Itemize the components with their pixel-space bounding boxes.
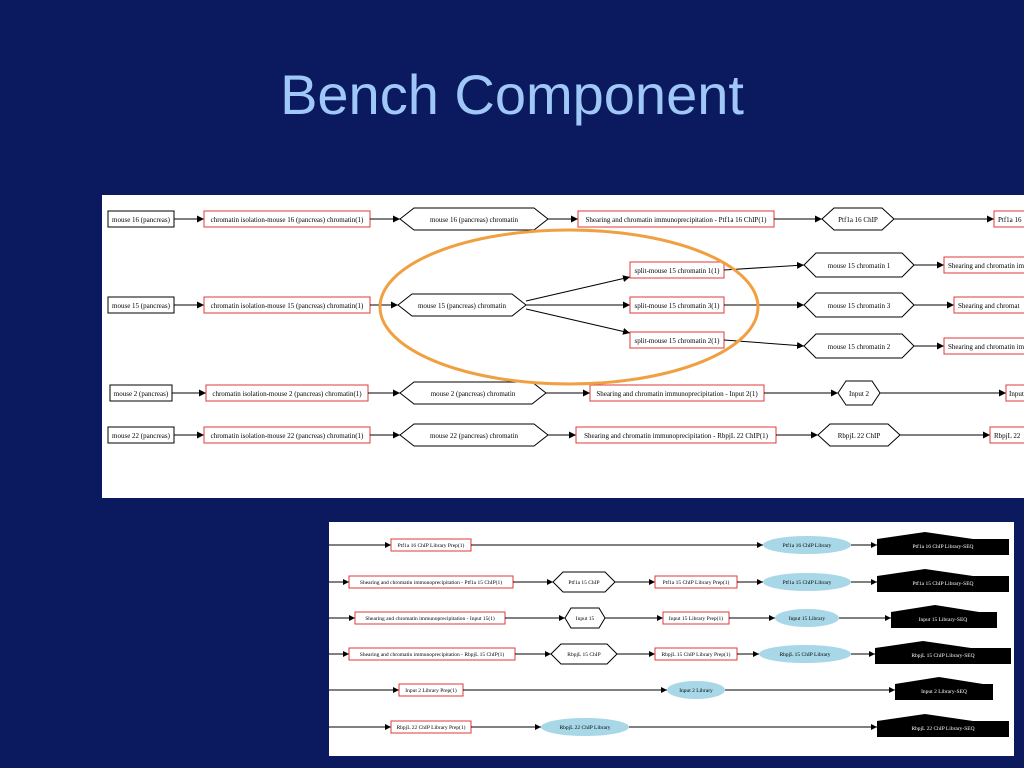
process-label: Shearing and chromatin im (948, 262, 1024, 270)
process-node[interactable] (943, 337, 1024, 355)
workflow-graph-bottom: Ptf1a 16 ChIP Library Prep(1) Ptf1a 16 C… (329, 532, 1011, 737)
process-label: chromatin isolation-mouse 16 (pancreas) … (211, 216, 364, 224)
seq-node[interactable] (877, 569, 1009, 592)
material-label: RbpjL 15 ChIP (567, 652, 600, 658)
sample-label: mouse 22 (pancreas) (112, 432, 171, 440)
material-label: mouse 16 (pancreas) chromatin (430, 216, 519, 224)
row-mouse-15: mouse 15 (pancreas) chromatin isolation-… (107, 252, 1024, 359)
seq-node[interactable] (891, 605, 997, 628)
process-label: Shearing and chromat (958, 302, 1019, 310)
library-label: Ptf1a 16 ChIP Library (783, 542, 832, 549)
seq-node[interactable] (875, 641, 1011, 664)
library-node[interactable] (775, 609, 839, 627)
material-label: mouse 22 (pancreas) chromatin (430, 432, 519, 440)
process-label: Ptf1a 16 (998, 216, 1022, 224)
process-label: Shearing and chromatin immunoprecipitati… (360, 579, 502, 586)
row-rbpjl-22: RbpjL 22 ChIP Library Prep(1) RbpjL 22 C… (329, 714, 1009, 737)
seq-label: Input 2 Library-SEQ (921, 689, 967, 695)
library-node[interactable] (763, 536, 851, 554)
edge-arrow (525, 308, 631, 335)
row-input-2: Input 2 Library Prep(1) Input 2 Library … (329, 677, 993, 700)
process-label: Shearing and chromatin immunoprecipitati… (586, 216, 768, 224)
sample-label: mouse 16 (pancreas) (112, 216, 171, 224)
edge-arrow (525, 275, 631, 302)
library-node[interactable] (763, 573, 851, 591)
process-node[interactable] (953, 296, 1024, 314)
process-label: chromatin isolation-mouse 22 (pancreas) … (211, 432, 364, 440)
process-label: Shearing and chromatin immunoprecipitati… (365, 615, 495, 622)
library-node[interactable] (667, 681, 725, 699)
material-label: mouse 15 (pancreas) chromatin (418, 302, 507, 310)
library-node[interactable] (759, 645, 851, 663)
material-label: Ptf1a 15 ChIP (568, 579, 599, 586)
seq-node[interactable] (877, 714, 1009, 737)
sample-label: mouse 15 (pancreas) (112, 302, 171, 310)
split-label: split-mouse 15 chromatin 3(1) (635, 302, 721, 310)
process-label: RbpjL 22 ChIP Library Prep(1) (397, 724, 466, 731)
row-ptf1a-15: Shearing and chromatin immunoprecipitati… (329, 569, 1009, 593)
process-node[interactable] (943, 256, 1024, 274)
workflow-diagram-top: mouse 16 (pancreas) chromatin isolation-… (102, 195, 1024, 498)
workflow-graph-top: mouse 16 (pancreas) chromatin isolation-… (107, 207, 1024, 447)
material-label: mouse 15 chromatin 1 (828, 262, 891, 270)
process-label: chromatin isolation-mouse 2 (pancreas) c… (212, 390, 362, 398)
material-label: Ptf1a 16 ChIP (838, 216, 878, 224)
material-label: Input 15 (576, 616, 595, 622)
sample-label: mouse 2 (pancreas) (114, 390, 169, 398)
library-label: Ptf1a 15 ChIP Library (783, 579, 832, 586)
row-input-15: Shearing and chromatin immunoprecipitati… (329, 605, 997, 629)
split-label: split-mouse 15 chromatin 2(1) (635, 337, 721, 345)
material-label: Input 2 (849, 390, 870, 398)
process-node[interactable] (993, 210, 1024, 228)
material-label: RbpjL 22 ChIP (838, 432, 881, 440)
process-label: Shearing and chromatin im (948, 343, 1024, 351)
process-label: Shearing and chromatin immunoprecipitati… (584, 432, 769, 440)
seq-node[interactable] (877, 532, 1009, 555)
seq-label: Input 15 Library-SEQ (919, 617, 968, 623)
process-label: RbpjL 15 ChIP Library Prep(1) (662, 651, 731, 658)
seq-node[interactable] (895, 677, 993, 700)
row-ptf1a-16: Ptf1a 16 ChIP Library Prep(1) Ptf1a 16 C… (329, 532, 1009, 555)
library-label: Input 15 Library (789, 616, 826, 622)
process-label: Shearing and chromatin immunoprecipitati… (360, 651, 505, 658)
slide-title: Bench Component (280, 63, 744, 126)
library-node[interactable] (541, 718, 629, 736)
library-label: Input 2 Library (679, 688, 713, 694)
material-label: mouse 2 (pancreas) chromatin (431, 390, 516, 398)
process-node[interactable] (1005, 384, 1024, 402)
edge-arrow (723, 261, 805, 271)
row-mouse-22: mouse 22 (pancreas) chromatin isolation-… (107, 423, 1024, 447)
seq-label: Ptf1a 16 ChIP Library-SEQ (912, 543, 973, 550)
process-label: Ptf1a 15 ChIP Library Prep(1) (663, 579, 730, 586)
row-rbpjl-15: Shearing and chromatin immunoprecipitati… (329, 641, 1011, 665)
highlight-ellipse (378, 228, 760, 386)
library-label: RbpjL 15 ChIP Library (779, 652, 830, 658)
library-label: RbpjL 22 ChIP Library (559, 725, 610, 731)
split-label: split-mouse 15 chromatin 1(1) (635, 267, 721, 275)
material-label: mouse 15 chromatin 2 (828, 343, 891, 351)
process-label: Input 15 Library Prep(1) (669, 615, 723, 622)
process-label: Input 2 Library Prep(1) (405, 687, 457, 694)
material-label: mouse 15 chromatin 3 (828, 302, 891, 310)
process-label: Input (1009, 390, 1024, 398)
process-node[interactable] (989, 426, 1024, 444)
process-label: chromatin isolation-mouse 15 (pancreas) … (211, 302, 364, 310)
process-label: RbpjL 22 (994, 432, 1021, 440)
workflow-diagram-bottom: Ptf1a 16 ChIP Library Prep(1) Ptf1a 16 C… (329, 522, 1014, 756)
process-label: Shearing and chromatin immunoprecipitati… (596, 390, 758, 398)
seq-label: RbpjL 15 ChIP Library-SEQ (911, 653, 974, 659)
row-mouse-2: mouse 2 (pancreas) chromatin isolation-m… (109, 380, 1024, 406)
row-mouse-16: mouse 16 (pancreas) chromatin isolation-… (107, 207, 1024, 231)
seq-label: Ptf1a 15 ChIP Library-SEQ (912, 580, 973, 587)
process-label: Ptf1a 16 ChIP Library Prep(1) (398, 542, 465, 549)
seq-label: RbpjL 22 ChIP Library-SEQ (911, 726, 974, 732)
